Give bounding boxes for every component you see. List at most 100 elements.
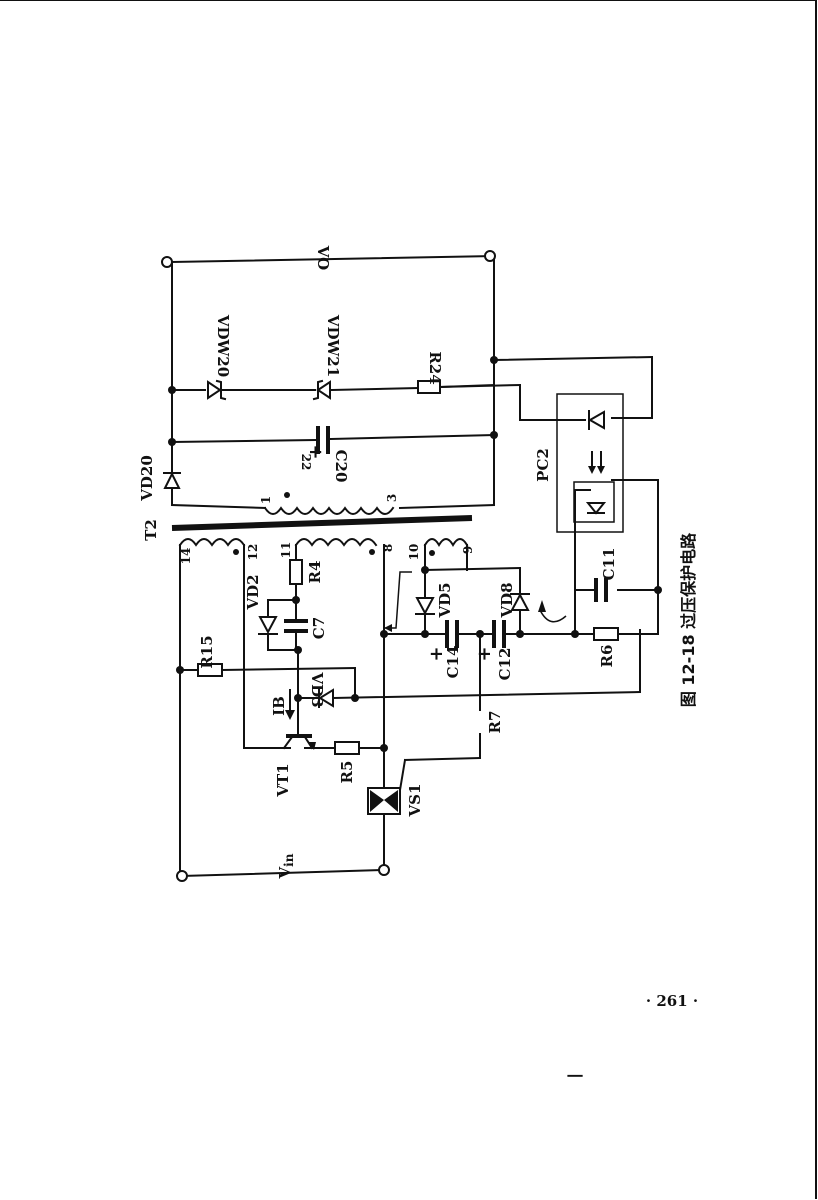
page-number: · 261 · [646, 992, 698, 1010]
r15-resistor-icon [197, 663, 223, 677]
junction-dot [516, 630, 524, 638]
label-c12-plus: + [474, 646, 495, 661]
r5-resistor-icon [334, 741, 360, 755]
label-vd8: VD8 [498, 582, 516, 618]
stray-mark: 一 [567, 1067, 583, 1086]
label-c12: C12 [496, 648, 514, 681]
vin-terminal-right [378, 864, 390, 876]
pin-3: 3 [385, 494, 399, 502]
vt1-transistor-icon [282, 734, 316, 750]
junction-dot [571, 630, 579, 638]
label-r5: R5 [338, 761, 356, 784]
vd2-diode-icon [258, 616, 278, 635]
junction-dot [421, 566, 429, 574]
r24-resistor-icon [417, 380, 441, 394]
label-vd2: VD2 [244, 574, 262, 610]
label-c14-plus: + [426, 646, 447, 661]
c11-capacitor-icon [594, 578, 608, 602]
junction-dot [351, 694, 359, 702]
label-r4: R4 [306, 561, 324, 584]
junction-dot [380, 744, 388, 752]
ib-arrow-icon [285, 689, 295, 720]
label-vd20: VD20 [138, 455, 156, 502]
pin-9: 9 [461, 546, 475, 554]
label-vd5: VD5 [436, 582, 454, 618]
pin-1: 1 [259, 496, 273, 504]
vdw20-zener-icon [207, 379, 227, 401]
c20-capacitor-icon [316, 426, 330, 454]
vd8-diode-icon [510, 592, 530, 611]
label-c20-value: 22 [299, 454, 313, 471]
winding-dot [429, 550, 435, 556]
c14-capacitor-icon [445, 620, 459, 648]
vd3-diode-icon [318, 688, 334, 708]
label-vo: VO [314, 245, 332, 270]
arrow-head-icon [384, 624, 392, 632]
label-c20-plus: + [305, 444, 326, 459]
vin-terminal-left [176, 870, 188, 882]
junction-dot [168, 386, 176, 394]
arrow-head-icon [538, 600, 546, 612]
c12-capacitor-icon [492, 620, 506, 648]
junction-dot [654, 586, 662, 594]
label-r6: R6 [598, 645, 616, 668]
label-c11: C11 [600, 548, 618, 581]
r4-resistor-icon [289, 559, 303, 585]
winding-dot [233, 549, 239, 555]
output-wiring [170, 254, 654, 510]
junction-dot [294, 694, 302, 702]
junction-dot [476, 630, 484, 638]
junction-dot [490, 356, 498, 364]
label-ib: IB [270, 696, 288, 716]
r6-resistor-icon [593, 627, 619, 641]
pin-11: 11 [279, 542, 293, 559]
vd5-diode-icon [415, 597, 435, 616]
secondary-winding-icon [263, 506, 395, 515]
label-c14: C14 [444, 646, 462, 679]
label-pc2: PC2 [534, 448, 552, 482]
junction-dot [292, 596, 300, 604]
winding-10-9-icon [423, 538, 469, 547]
curved-arrow-icon [539, 609, 567, 623]
label-vt1: VT1 [274, 763, 292, 797]
winding-11-8-icon [294, 538, 378, 547]
junction-dot [168, 438, 176, 446]
junction-dot [490, 431, 498, 439]
transformer-core [171, 515, 473, 531]
label-r15: R15 [198, 635, 216, 668]
junction-dot [421, 630, 429, 638]
c7-capacitor-icon [284, 619, 308, 633]
primary-wiring [179, 479, 659, 878]
figure-caption: 图 12-18 过压保护电路 [679, 532, 698, 707]
label-vs1: VS1 [406, 784, 424, 818]
label-vd3: VD3 [308, 671, 326, 707]
label-r7: R7 [486, 711, 504, 734]
vdw21-zener-icon [312, 379, 331, 401]
vs1-thyristor-icon [367, 758, 407, 815]
junction-dot [176, 666, 184, 674]
vo-terminal-left [161, 256, 173, 268]
label-c7: C7 [310, 617, 328, 639]
pin-12: 12 [246, 544, 260, 561]
label-vin: Vin [276, 853, 296, 879]
label-vdw21: VDW21 [324, 314, 342, 377]
junction-dot [380, 630, 388, 638]
winding-dot [369, 549, 375, 555]
winding-14-12-icon [178, 538, 246, 547]
pin-8: 8 [381, 544, 395, 552]
label-c20: C20 [332, 450, 350, 483]
pc2-optocoupler [556, 393, 624, 533]
vd20-diode-icon [163, 471, 181, 489]
label-r24: R24 [426, 351, 444, 384]
current-path-arrow-icon [384, 571, 412, 629]
junction-dot [294, 646, 302, 654]
pin-14: 14 [179, 548, 193, 565]
pin-10: 10 [407, 544, 421, 561]
winding-dot [284, 492, 290, 498]
vo-terminal-right [484, 250, 496, 262]
label-vdw20: VDW20 [214, 314, 232, 377]
label-t2: T2 [142, 519, 160, 541]
